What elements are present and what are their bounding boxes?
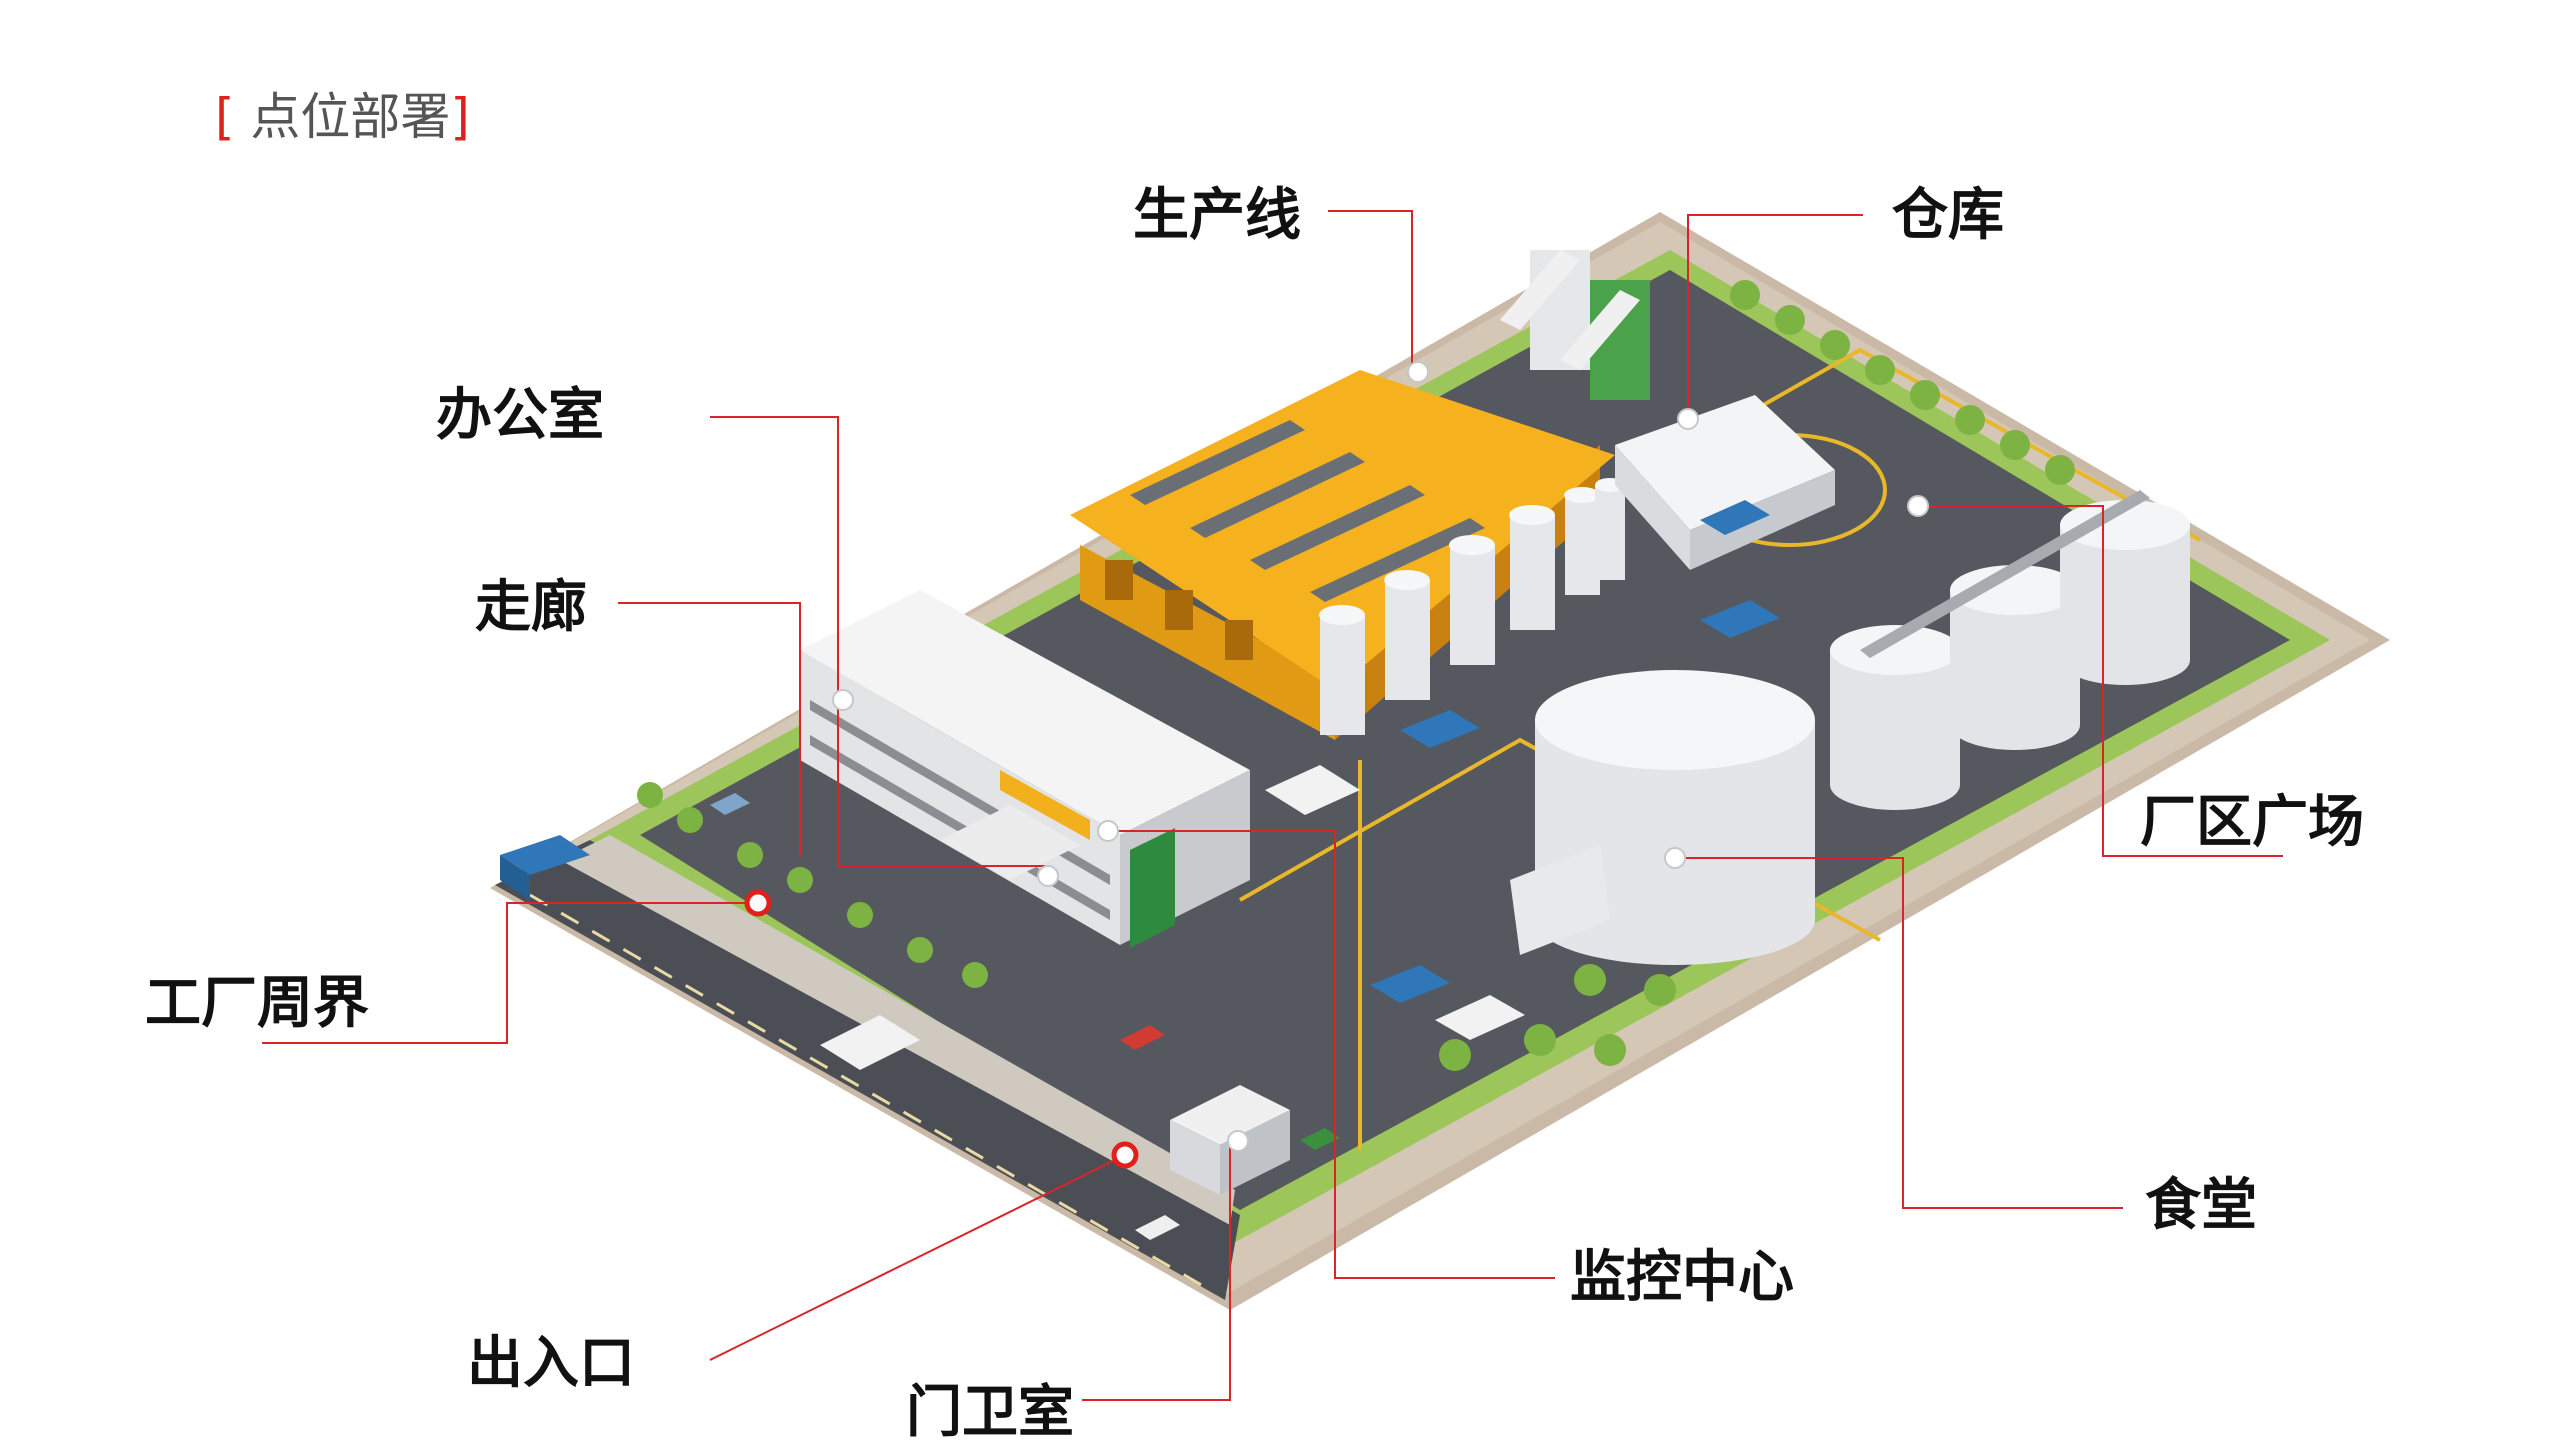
vehicles: [500, 500, 1780, 1240]
office-green-sign: [1130, 828, 1175, 948]
tree-row: [637, 280, 2075, 1071]
corridor-canopy: [940, 805, 1080, 880]
tank-cluster: [1830, 490, 2190, 810]
leader-corridor: [618, 602, 801, 856]
section-title: [ 点位部署]: [215, 92, 470, 142]
marker-monitoring: [1097, 820, 1119, 842]
leader-lines: [262, 210, 2283, 1401]
title-text: 点位部署: [250, 88, 451, 146]
marker-warehouse: [1677, 408, 1699, 430]
leader-perimeter: [262, 902, 758, 1044]
label-plaza: 厂区广场: [2140, 790, 2364, 855]
label-corridor: 走廊: [475, 575, 587, 640]
label-guard-room: 门卫室: [906, 1380, 1074, 1440]
road-marking: [529, 893, 1211, 1292]
title-bracket-close: ]: [450, 88, 470, 146]
label-monitoring-center: 监控中心: [1570, 1245, 1794, 1310]
label-warehouse: 仓库: [1892, 183, 2004, 248]
label-entrance: 出入口: [467, 1331, 635, 1396]
leader-office: [710, 416, 1045, 867]
site-asphalt: [640, 270, 2290, 1210]
leader-production-line: [1328, 210, 1413, 372]
warehouse-roof: [1615, 395, 1835, 530]
leader-warehouse: [1687, 214, 1863, 419]
title-bracket-open: [: [215, 88, 235, 146]
warehouse-wall: [1615, 445, 1690, 570]
conveyor-tower: [1500, 250, 1650, 400]
marker-production-line: [1407, 361, 1429, 383]
loading-doors: [1105, 560, 1253, 660]
marker-dots: [744, 361, 1929, 1169]
marker-plaza: [1907, 495, 1929, 517]
outer-road: [495, 840, 1240, 1300]
marker-canteen: [1664, 847, 1686, 869]
leader-entrance: [709, 1154, 1126, 1361]
silo-group: [1319, 478, 1625, 735]
guard-room-building: [1170, 1085, 1290, 1195]
solar-panels: [1130, 420, 1485, 602]
marker-office: [832, 689, 854, 711]
office-yellow-band: [1000, 770, 1090, 840]
label-perimeter: 工厂周界: [145, 971, 369, 1036]
production-front-wall: [1080, 545, 1335, 740]
leader-guard-room: [1082, 1141, 1231, 1401]
label-office: 办公室: [436, 383, 604, 448]
label-canteen: 食堂: [2145, 1173, 2257, 1238]
marker-corridor: [1037, 865, 1059, 887]
marker-guard-room: [1227, 1130, 1249, 1152]
leader-canteen: [1670, 857, 2123, 1209]
leader-plaza: [1910, 505, 2283, 857]
marker-perimeter: [744, 889, 772, 917]
office-roof: [800, 590, 1250, 835]
canteen-dome: [1510, 670, 1815, 965]
warehouse-wall-side: [1690, 470, 1835, 570]
marker-entrance: [1111, 1141, 1139, 1169]
leader-monitoring: [1103, 830, 1555, 1279]
label-production-line: 生产线: [1133, 183, 1301, 248]
